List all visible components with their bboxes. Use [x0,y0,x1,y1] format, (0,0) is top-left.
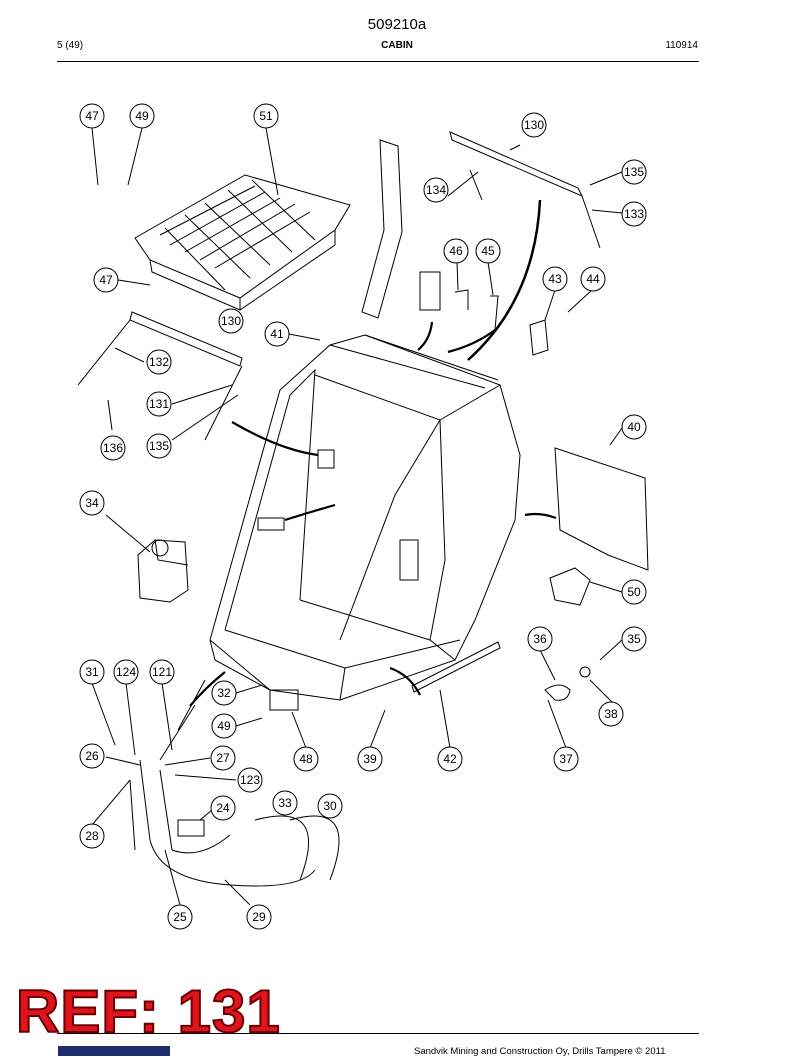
callout-label: 136 [103,441,123,455]
callout-label: 135 [149,439,169,453]
callout-label: 124 [116,665,136,679]
footer-copyright: Sandvik Mining and Construction Oy, Dril… [414,1046,666,1057]
callout-label: 26 [85,749,99,763]
callout-label: 130 [524,118,544,132]
callout-label: 41 [270,327,284,341]
callout-label: 46 [449,244,463,258]
callout-label: 130 [221,314,241,328]
callout-label: 39 [363,752,377,766]
callout-label: 49 [135,109,149,123]
document-id: 509210a [367,16,427,33]
callout-label: 131 [149,397,169,411]
callout-label: 132 [149,355,169,369]
callout-label: 48 [299,752,313,766]
callout-label: 42 [443,752,457,766]
callout-label: 38 [604,707,618,721]
callout-label: 134 [426,183,446,197]
callout-label: 28 [85,829,99,843]
exploded-parts-drawing: 47 49 51 130 135 134 133 46 45 43 44 47 … [77,103,649,930]
callout-label: 47 [85,109,99,123]
callout-label: 44 [586,272,600,286]
callout-label: 35 [627,632,641,646]
page-number: 5 (49) [57,40,84,51]
callout-label: 30 [323,799,337,813]
callout-label: 133 [624,207,644,221]
callout-label: 49 [217,719,231,733]
callout-label: 45 [481,244,495,258]
date-code: 110914 [665,40,698,51]
callout-label: 50 [627,585,641,599]
callout-label: 135 [624,165,644,179]
reference-overlay: REF: 131 [15,978,281,1045]
callout-label: 31 [85,665,99,679]
callout-label: 37 [559,752,573,766]
callout-label: 27 [216,751,230,765]
callout-label: 123 [240,773,260,787]
footer-rule [57,1033,699,1034]
callout-label: 121 [152,665,172,679]
company-logo [58,1046,170,1056]
callout-label: 25 [173,910,187,924]
callout-label: 40 [627,420,641,434]
callout-label: 32 [217,686,231,700]
callout-label: 51 [259,109,273,123]
callout-label: 34 [85,496,99,510]
callout-label: 24 [216,801,230,815]
callout-label: 43 [548,272,562,286]
section-title: CABIN [381,40,413,51]
callout-label: 33 [278,796,292,810]
header-rule [57,61,699,62]
callout-label: 29 [252,910,266,924]
callout-label: 36 [533,632,547,646]
callout-label: 47 [99,273,113,287]
